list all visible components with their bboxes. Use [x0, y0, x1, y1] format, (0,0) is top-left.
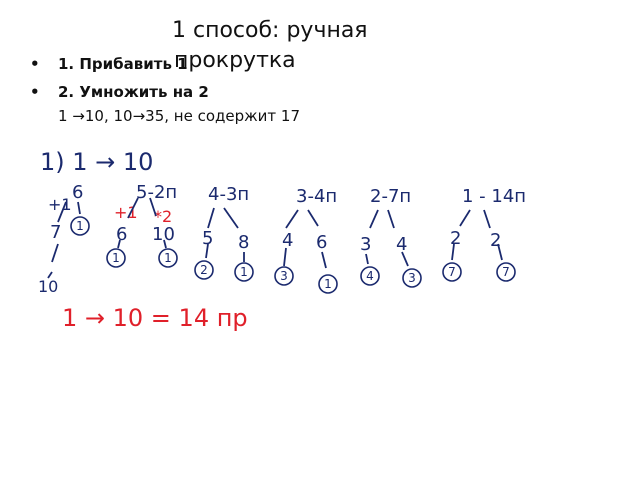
leaf-number: 5: [202, 228, 213, 249]
leaf-number: 6: [316, 232, 327, 253]
circled-result: 7: [502, 265, 510, 279]
bullet-icon: •: [30, 55, 40, 73]
chain-number: 10: [38, 277, 58, 296]
leaf-number: 4: [396, 234, 407, 255]
node-label: 6: [72, 182, 83, 203]
leaf-number: 2: [490, 230, 501, 251]
leaf-number: 8: [238, 232, 249, 253]
leaf-number: 3: [360, 234, 371, 255]
op-plus-label: +1: [48, 195, 72, 214]
circled-result: 1: [324, 277, 332, 291]
leaf-number: 2: [450, 228, 461, 249]
leaf-number: 10: [152, 224, 175, 245]
op-times-red-label: *2: [154, 207, 172, 226]
node-label: 1 - 14п: [462, 186, 526, 207]
circled-result: 1: [112, 251, 120, 265]
rule-text: 2. Умножить на 2: [58, 83, 209, 101]
constraint-note: 1 →10, 10→35, не содержит 17: [58, 107, 300, 125]
circled-result: 3: [408, 271, 416, 285]
circled-result: 7: [448, 265, 456, 279]
circled-result: 1: [76, 219, 84, 233]
circled-result: 2: [200, 263, 208, 277]
rule-item: • 2. Умножить на 2: [30, 78, 209, 106]
rule-item: • 1. Прибавить 1: [30, 50, 209, 78]
leaf-number: 4: [282, 230, 293, 251]
node-label: 3-4п: [296, 186, 337, 207]
circled-result: 1: [164, 251, 172, 265]
circled-result: 1: [240, 265, 248, 279]
sketch-heading: 1) 1 → 10: [40, 148, 153, 176]
tree-branches: [47, 197, 503, 279]
node-label: 4-3п: [208, 184, 249, 205]
result-text: 1 → 10 = 14 пр: [62, 304, 248, 332]
rule-text: 1. Прибавить 1: [58, 55, 188, 73]
bullet-icon: •: [30, 83, 40, 101]
op-plus-red-label: +1: [114, 203, 138, 222]
circled-result: 3: [280, 269, 288, 283]
node-label: 5-2п: [136, 182, 177, 203]
rules-list: • 1. Прибавить 1 • 2. Умножить на 2: [30, 50, 209, 106]
circled-result: 4: [366, 269, 374, 283]
node-label: 2-7п: [370, 186, 411, 207]
leaf-number: 6: [116, 224, 127, 245]
chain-number: 7: [50, 222, 61, 243]
